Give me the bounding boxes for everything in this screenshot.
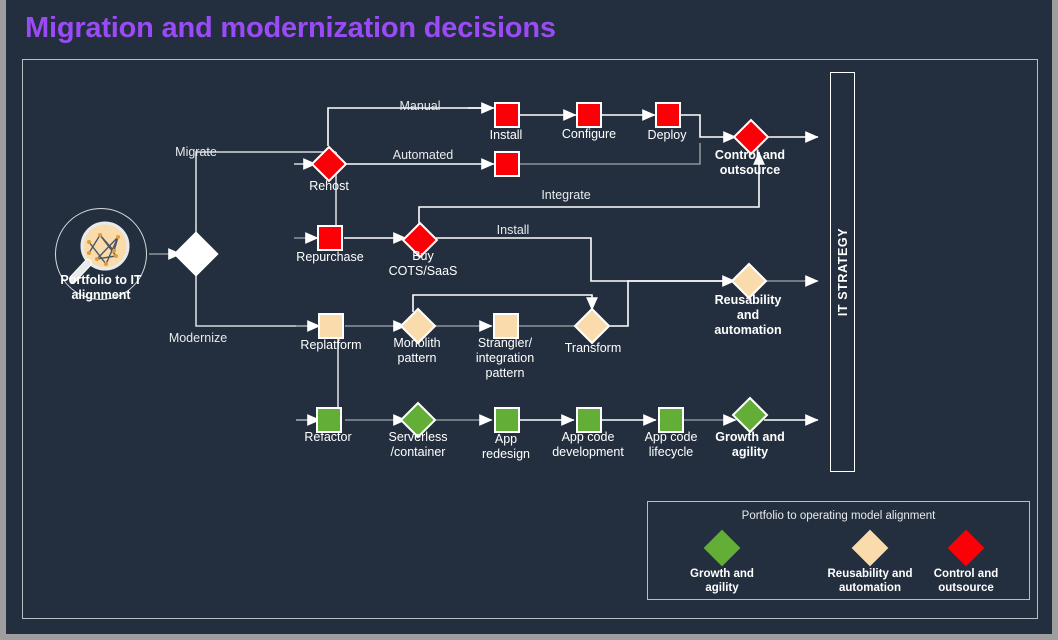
edge-label-integrate: Integrate [541, 188, 591, 202]
node-deploy-label: Deploy [647, 128, 687, 142]
legend-title: Portfolio to operating model alignment [741, 510, 936, 522]
page-title: Migration and modernization decisions [25, 12, 556, 44]
node-serverless-container-label: Serverless /container [388, 430, 448, 459]
node-refactor[interactable] [316, 407, 342, 433]
node-app-code-lifecycle-label: App code lifecycle [644, 430, 698, 459]
node-app-redesign-label: App redesign [482, 432, 530, 461]
node-control-and-outsource-label: Control and outsource [714, 148, 786, 177]
node-strangler-pattern-label: Strangler/ integration pattern [475, 336, 535, 380]
edge-label-automated: Automated [392, 148, 454, 162]
edge-label-manual: Manual [399, 99, 441, 113]
node-install-label: Install [489, 128, 523, 142]
edge-label-modernize: Modernize [168, 331, 228, 345]
legend-diamond-control [947, 529, 985, 567]
node-app-code-development-label: App code development [552, 430, 624, 459]
node-app-redesign[interactable] [494, 407, 520, 433]
node-replatform-label: Replatform [300, 338, 362, 352]
legend-diamond-growth [703, 529, 741, 567]
legend-label-growth: Growth and agility [690, 568, 754, 594]
diagram-panel-frame [22, 59, 1038, 619]
magnifier-network-icon [69, 221, 130, 283]
node-buy-cots-label: Buy COTS/SaaS [388, 249, 458, 278]
it-strategy-label: IT STRATEGY [835, 227, 850, 317]
node-configure-label: Configure [561, 127, 617, 141]
node-reusability-and-automation-label: Reusability and automation [714, 293, 782, 337]
node-repurchase[interactable] [317, 225, 343, 251]
node-transform-label: Transform [564, 341, 622, 355]
node-app-code-lifecycle[interactable] [658, 407, 684, 433]
node-deploy[interactable] [655, 102, 681, 128]
edge-label-migrate: Migrate [175, 145, 217, 159]
node-replatform[interactable] [318, 313, 344, 339]
diagram-canvas: Migration and modernization decisions [6, 0, 1052, 634]
node-rehost-label: Rehost [309, 179, 349, 193]
legend-label-reusability: Reusability and automation [827, 568, 913, 594]
node-install[interactable] [494, 102, 520, 128]
node-strangler-pattern[interactable] [493, 313, 519, 339]
node-configure[interactable] [576, 102, 602, 128]
legend-diamond-reusability [851, 529, 889, 567]
node-repurchase-label: Repurchase [296, 250, 364, 264]
it-strategy-bar: IT STRATEGY [830, 72, 855, 472]
node-app-code-development[interactable] [576, 407, 602, 433]
node-growth-and-agility-label: Growth and agility [715, 430, 785, 459]
node-monolith-pattern-label: Monolith pattern [393, 336, 441, 365]
legend-panel: Portfolio to operating model alignment G… [647, 501, 1030, 600]
node-automated-step[interactable] [494, 151, 520, 177]
node-refactor-label: Refactor [304, 430, 352, 444]
edge-label-install-cots: Install [496, 223, 530, 237]
portfolio-alignment-label: Portfolio to IT alignment [60, 273, 142, 302]
legend-label-control: Control and outsource [933, 568, 999, 594]
portfolio-alignment-icon [55, 208, 147, 300]
